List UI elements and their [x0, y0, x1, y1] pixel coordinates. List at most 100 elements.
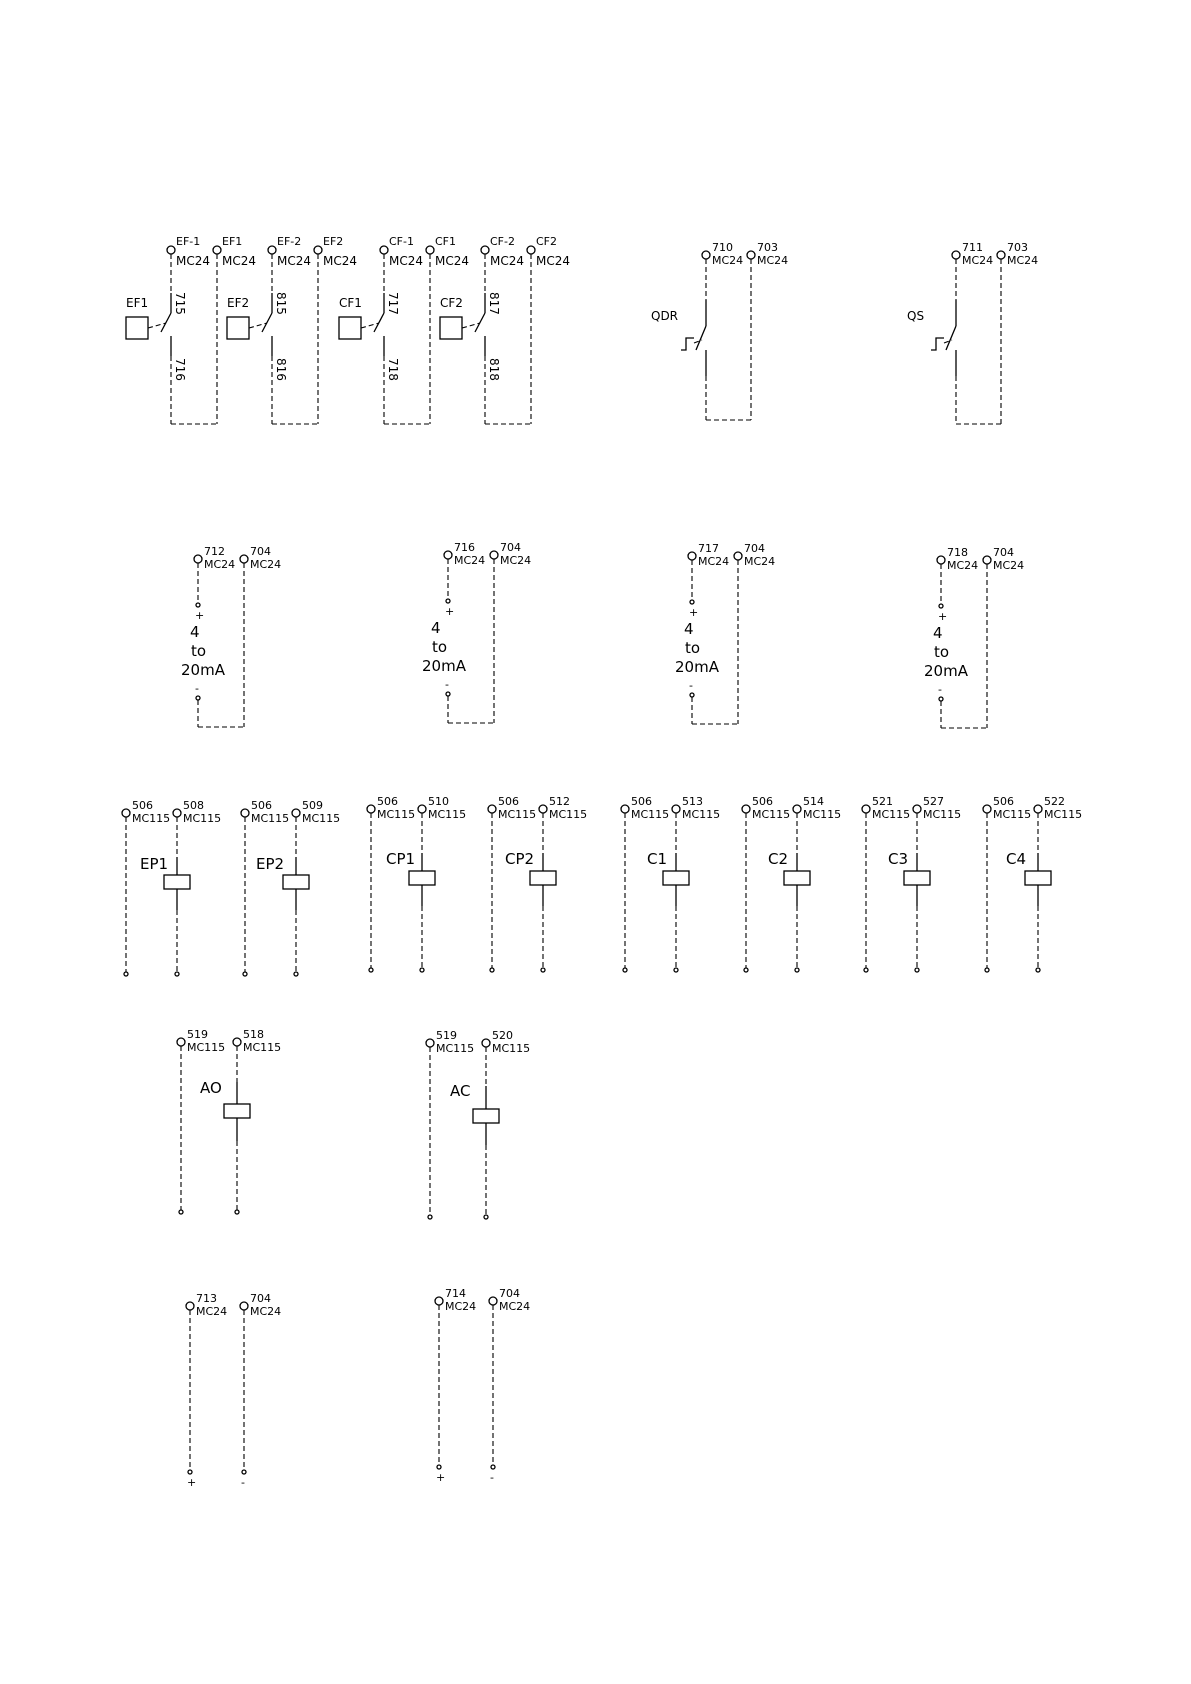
transducer-712: 712 MC24 704 MC24 + 4 to 20mA -: [181, 545, 281, 728]
terminal-left: [480, 245, 490, 255]
transducer-718: 718 MC24 704 MC24 + 4 to 20mA -: [924, 546, 1024, 729]
terminal-right-code: MC24: [744, 555, 775, 568]
plus-sign: +: [445, 605, 454, 618]
coil-box: [282, 874, 310, 890]
terminal-right: [489, 550, 499, 560]
terminal-right-label: 704: [993, 546, 1014, 559]
relay-coil-box: [338, 316, 362, 340]
terminal-right: [792, 804, 802, 814]
terminal-right-label: 704: [744, 542, 765, 555]
coil-cp1: 506 MC115 510 MC115 CP1: [366, 795, 466, 973]
terminal-right-code: MC24: [250, 558, 281, 571]
coil-c4: 506 MC115 522 MC115 C4: [982, 795, 1082, 973]
terminal-left: [687, 551, 697, 561]
terminal-right: [239, 554, 249, 564]
terminal-left-code: MC115: [436, 1042, 474, 1055]
terminal-right-code: MC115: [549, 808, 587, 821]
wire-number-bottom: 716: [173, 358, 187, 381]
terminal-right: [291, 808, 301, 818]
terminal-left-label: 506: [132, 799, 153, 812]
range-line-2: to: [432, 638, 447, 656]
operator-symbol: [681, 337, 694, 351]
terminal-left: [379, 245, 389, 255]
terminal-right: [425, 245, 435, 255]
coil-c2: 506 MC115 514 MC115 C2: [741, 795, 841, 973]
terminal-left: [176, 1037, 186, 1047]
terminal-left: [701, 250, 711, 260]
terminal-right-label: EF1: [222, 235, 242, 248]
terminal-right: [417, 804, 427, 814]
terminal-left-code: MC115: [752, 808, 790, 821]
terminal-right-label: 518: [243, 1028, 264, 1041]
terminal-right-code: MC24: [500, 554, 531, 567]
terminal-left-code: MC24: [196, 1305, 227, 1318]
terminal-right: [746, 250, 756, 260]
coil-ep2: 506 MC115 509 MC115 EP2: [240, 799, 340, 977]
wire-number-top: 715: [173, 292, 187, 315]
terminal-right-label: 513: [682, 795, 703, 808]
terminal-right: [912, 804, 922, 814]
terminal-right: [538, 804, 548, 814]
coil-ao: 519 MC115 518 MC115 AO: [176, 1028, 281, 1215]
wire-number-top: 815: [274, 292, 288, 315]
plus-sign: +: [938, 610, 947, 623]
wire-number-top: 817: [487, 292, 501, 315]
terminal-left-label: 506: [752, 795, 773, 808]
terminal-right: [212, 245, 222, 255]
plus-sign: +: [689, 606, 698, 619]
terminal-right-code: MC115: [923, 808, 961, 821]
plus-sign: +: [187, 1476, 196, 1489]
terminal-left-code: MC24: [204, 558, 235, 571]
terminal-left: [982, 804, 992, 814]
terminal-left: [240, 808, 250, 818]
terminal-left: [936, 555, 946, 565]
device-label: C4: [1006, 850, 1026, 868]
terminal-left-code: MC24: [445, 1300, 476, 1313]
range-line-3: 20mA: [675, 658, 720, 676]
terminal-right-label: CF2: [536, 235, 557, 248]
coil-box: [223, 1103, 251, 1119]
terminal-left: [443, 550, 453, 560]
terminal-right: [526, 245, 536, 255]
terminal-right: [239, 1301, 249, 1311]
coil-box: [903, 870, 931, 886]
coil-c3: 521 MC115 527 MC115 C3: [861, 795, 961, 973]
terminal-right-code: MC24: [1007, 254, 1038, 267]
range-line-1: 4: [431, 619, 441, 637]
terminal-left-code: MC115: [872, 808, 910, 821]
terminal-left: [487, 804, 497, 814]
terminal-right: [996, 250, 1006, 260]
plus-sign: +: [195, 609, 204, 622]
transducer-716: 716 MC24 704 MC24 + 4 to 20mA -: [422, 541, 531, 724]
terminal-right-code: MC115: [302, 812, 340, 825]
terminal-right: [481, 1038, 491, 1048]
terminal-left: [620, 804, 630, 814]
minus-sign: -: [490, 1471, 494, 1484]
device-label: EF2: [227, 296, 249, 310]
terminal-right-label: 512: [549, 795, 570, 808]
terminal-right-code: MC24: [993, 559, 1024, 572]
range-line-1: 4: [933, 624, 943, 642]
terminal-right-code: MC115: [243, 1041, 281, 1054]
terminal-right-label: 704: [500, 541, 521, 554]
minus-sign: -: [689, 679, 693, 692]
terminal-left-label: 710: [712, 241, 733, 254]
switch-qdr: 710 MC24 703 MC24 QDR: [651, 241, 788, 421]
terminal-right-code: MC115: [682, 808, 720, 821]
coil-ep1: 506 MC115 508 MC115 EP1: [121, 799, 221, 977]
terminal-left-code: MC24: [712, 254, 743, 267]
terminal-right-label: 508: [183, 799, 204, 812]
contactor-group-cf1: CF-1 MC24 CF1 MC24 CF1 717 718: [338, 235, 469, 425]
terminal-left-code: MC24: [277, 254, 311, 268]
range-line-1: 4: [684, 620, 694, 638]
terminal-right-code: MC115: [492, 1042, 530, 1055]
terminal-left: [366, 804, 376, 814]
coil-box: [783, 870, 811, 886]
terminal-right-label: 704: [499, 1287, 520, 1300]
terminal-left-code: MC24: [389, 254, 423, 268]
terminal-left-label: 521: [872, 795, 893, 808]
device-label: AC: [450, 1082, 470, 1100]
terminal-right-code: MC24: [250, 1305, 281, 1318]
range-line-2: to: [934, 643, 949, 661]
relay-coil-box: [439, 316, 463, 340]
